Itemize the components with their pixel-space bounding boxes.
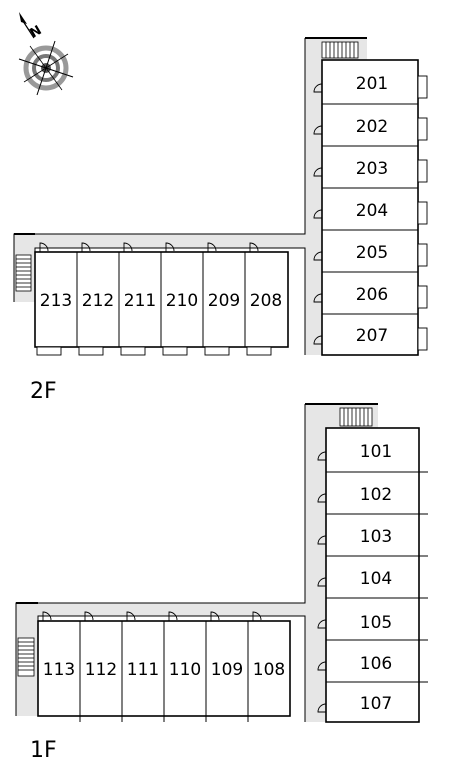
room-207: 207 — [356, 326, 388, 346]
stairs-2f-left — [15, 254, 32, 292]
room-106: 106 — [360, 654, 392, 674]
corridor-1f — [16, 404, 378, 722]
room-107: 107 — [360, 694, 392, 714]
floor-label-1f: 1F — [30, 738, 57, 763]
room-209: 209 — [208, 291, 240, 311]
room-102: 102 — [360, 485, 392, 505]
room-202: 202 — [356, 117, 388, 137]
compass-icon: N — [18, 12, 74, 96]
room-110: 110 — [169, 660, 201, 680]
room-201: 201 — [356, 74, 388, 94]
floor-label-2f: 2F — [30, 379, 57, 404]
room-113: 113 — [43, 660, 75, 680]
room-111: 111 — [127, 660, 159, 680]
room-203: 203 — [356, 159, 388, 179]
stairs-2f-top — [321, 41, 359, 59]
rooms-2f-vertical: 201 202 203 204 205 206 207 — [313, 59, 428, 356]
room-101: 101 — [360, 442, 392, 462]
room-112: 112 — [85, 660, 117, 680]
compass-north-label: N — [28, 23, 45, 41]
rooms-2f-horizontal: 213 212 211 210 209 208 — [34, 242, 289, 356]
room-213: 213 — [40, 291, 72, 311]
room-204: 204 — [356, 201, 388, 221]
room-210: 210 — [166, 291, 198, 311]
room-104: 104 — [360, 569, 392, 589]
stairs-1f-left — [17, 637, 35, 677]
room-109: 109 — [211, 660, 243, 680]
room-208: 208 — [250, 291, 282, 311]
room-211: 211 — [124, 291, 156, 311]
rooms-1f-vertical: 101 102 103 104 105 106 107 — [317, 427, 428, 723]
room-206: 206 — [356, 285, 388, 305]
rooms-1f-horizontal: 113 112 111 110 109 108 — [37, 611, 291, 722]
room-105: 105 — [360, 613, 392, 633]
stairs-1f-top — [339, 407, 373, 427]
room-212: 212 — [82, 291, 114, 311]
floor-1f: 101 102 103 104 105 106 107 113 — [15, 403, 428, 763]
room-205: 205 — [356, 243, 388, 263]
room-103: 103 — [360, 527, 392, 547]
room-108: 108 — [253, 660, 285, 680]
floor-2f: 201 202 203 204 205 206 207 — [13, 37, 428, 404]
